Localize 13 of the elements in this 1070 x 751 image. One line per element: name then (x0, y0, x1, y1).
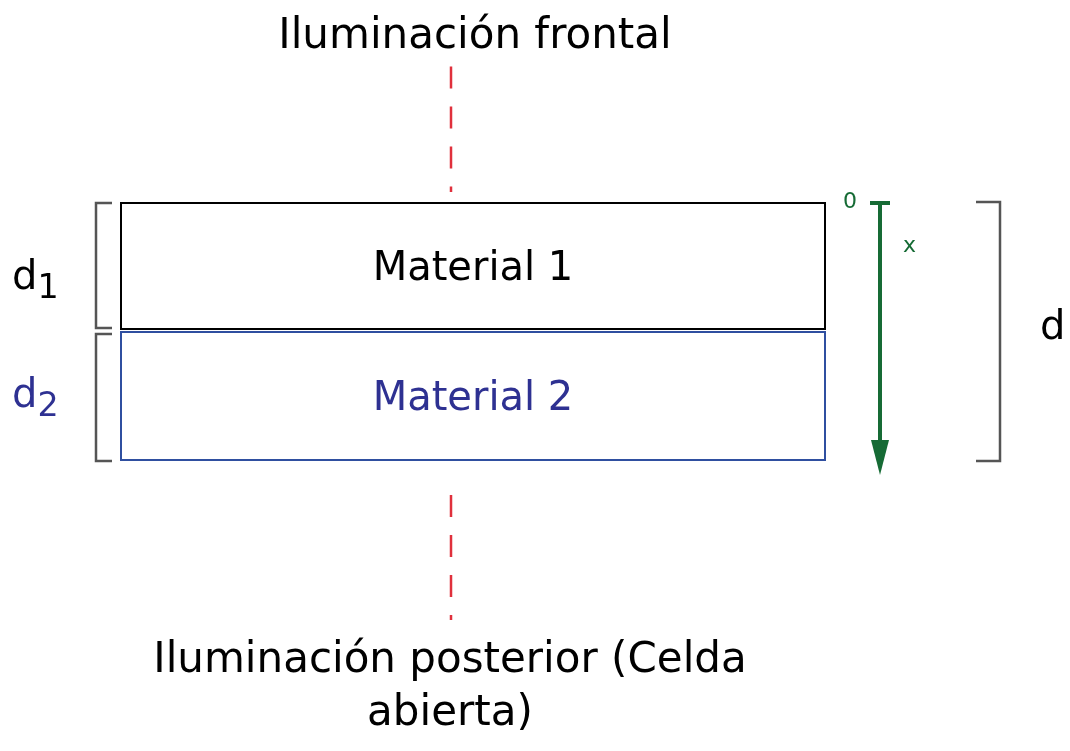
axis-label: 0 (843, 188, 857, 213)
layer-label: Material 2 (372, 373, 574, 419)
caption-text: Iluminación posterior (Celda abierta) (150, 632, 750, 737)
caption-text: Iluminación frontal (200, 8, 750, 61)
layer-box (120, 331, 826, 461)
axis-label: x (903, 232, 917, 257)
layer-label: Material 1 (372, 243, 574, 289)
dimension-label: d$_{1}$ (12, 252, 59, 306)
layer-box (120, 202, 826, 330)
dashed-line (449, 66, 453, 192)
dimension-label: d (1040, 302, 1066, 348)
dashed-line (449, 495, 453, 620)
dimension-label: d$_{2}$ (12, 370, 59, 424)
